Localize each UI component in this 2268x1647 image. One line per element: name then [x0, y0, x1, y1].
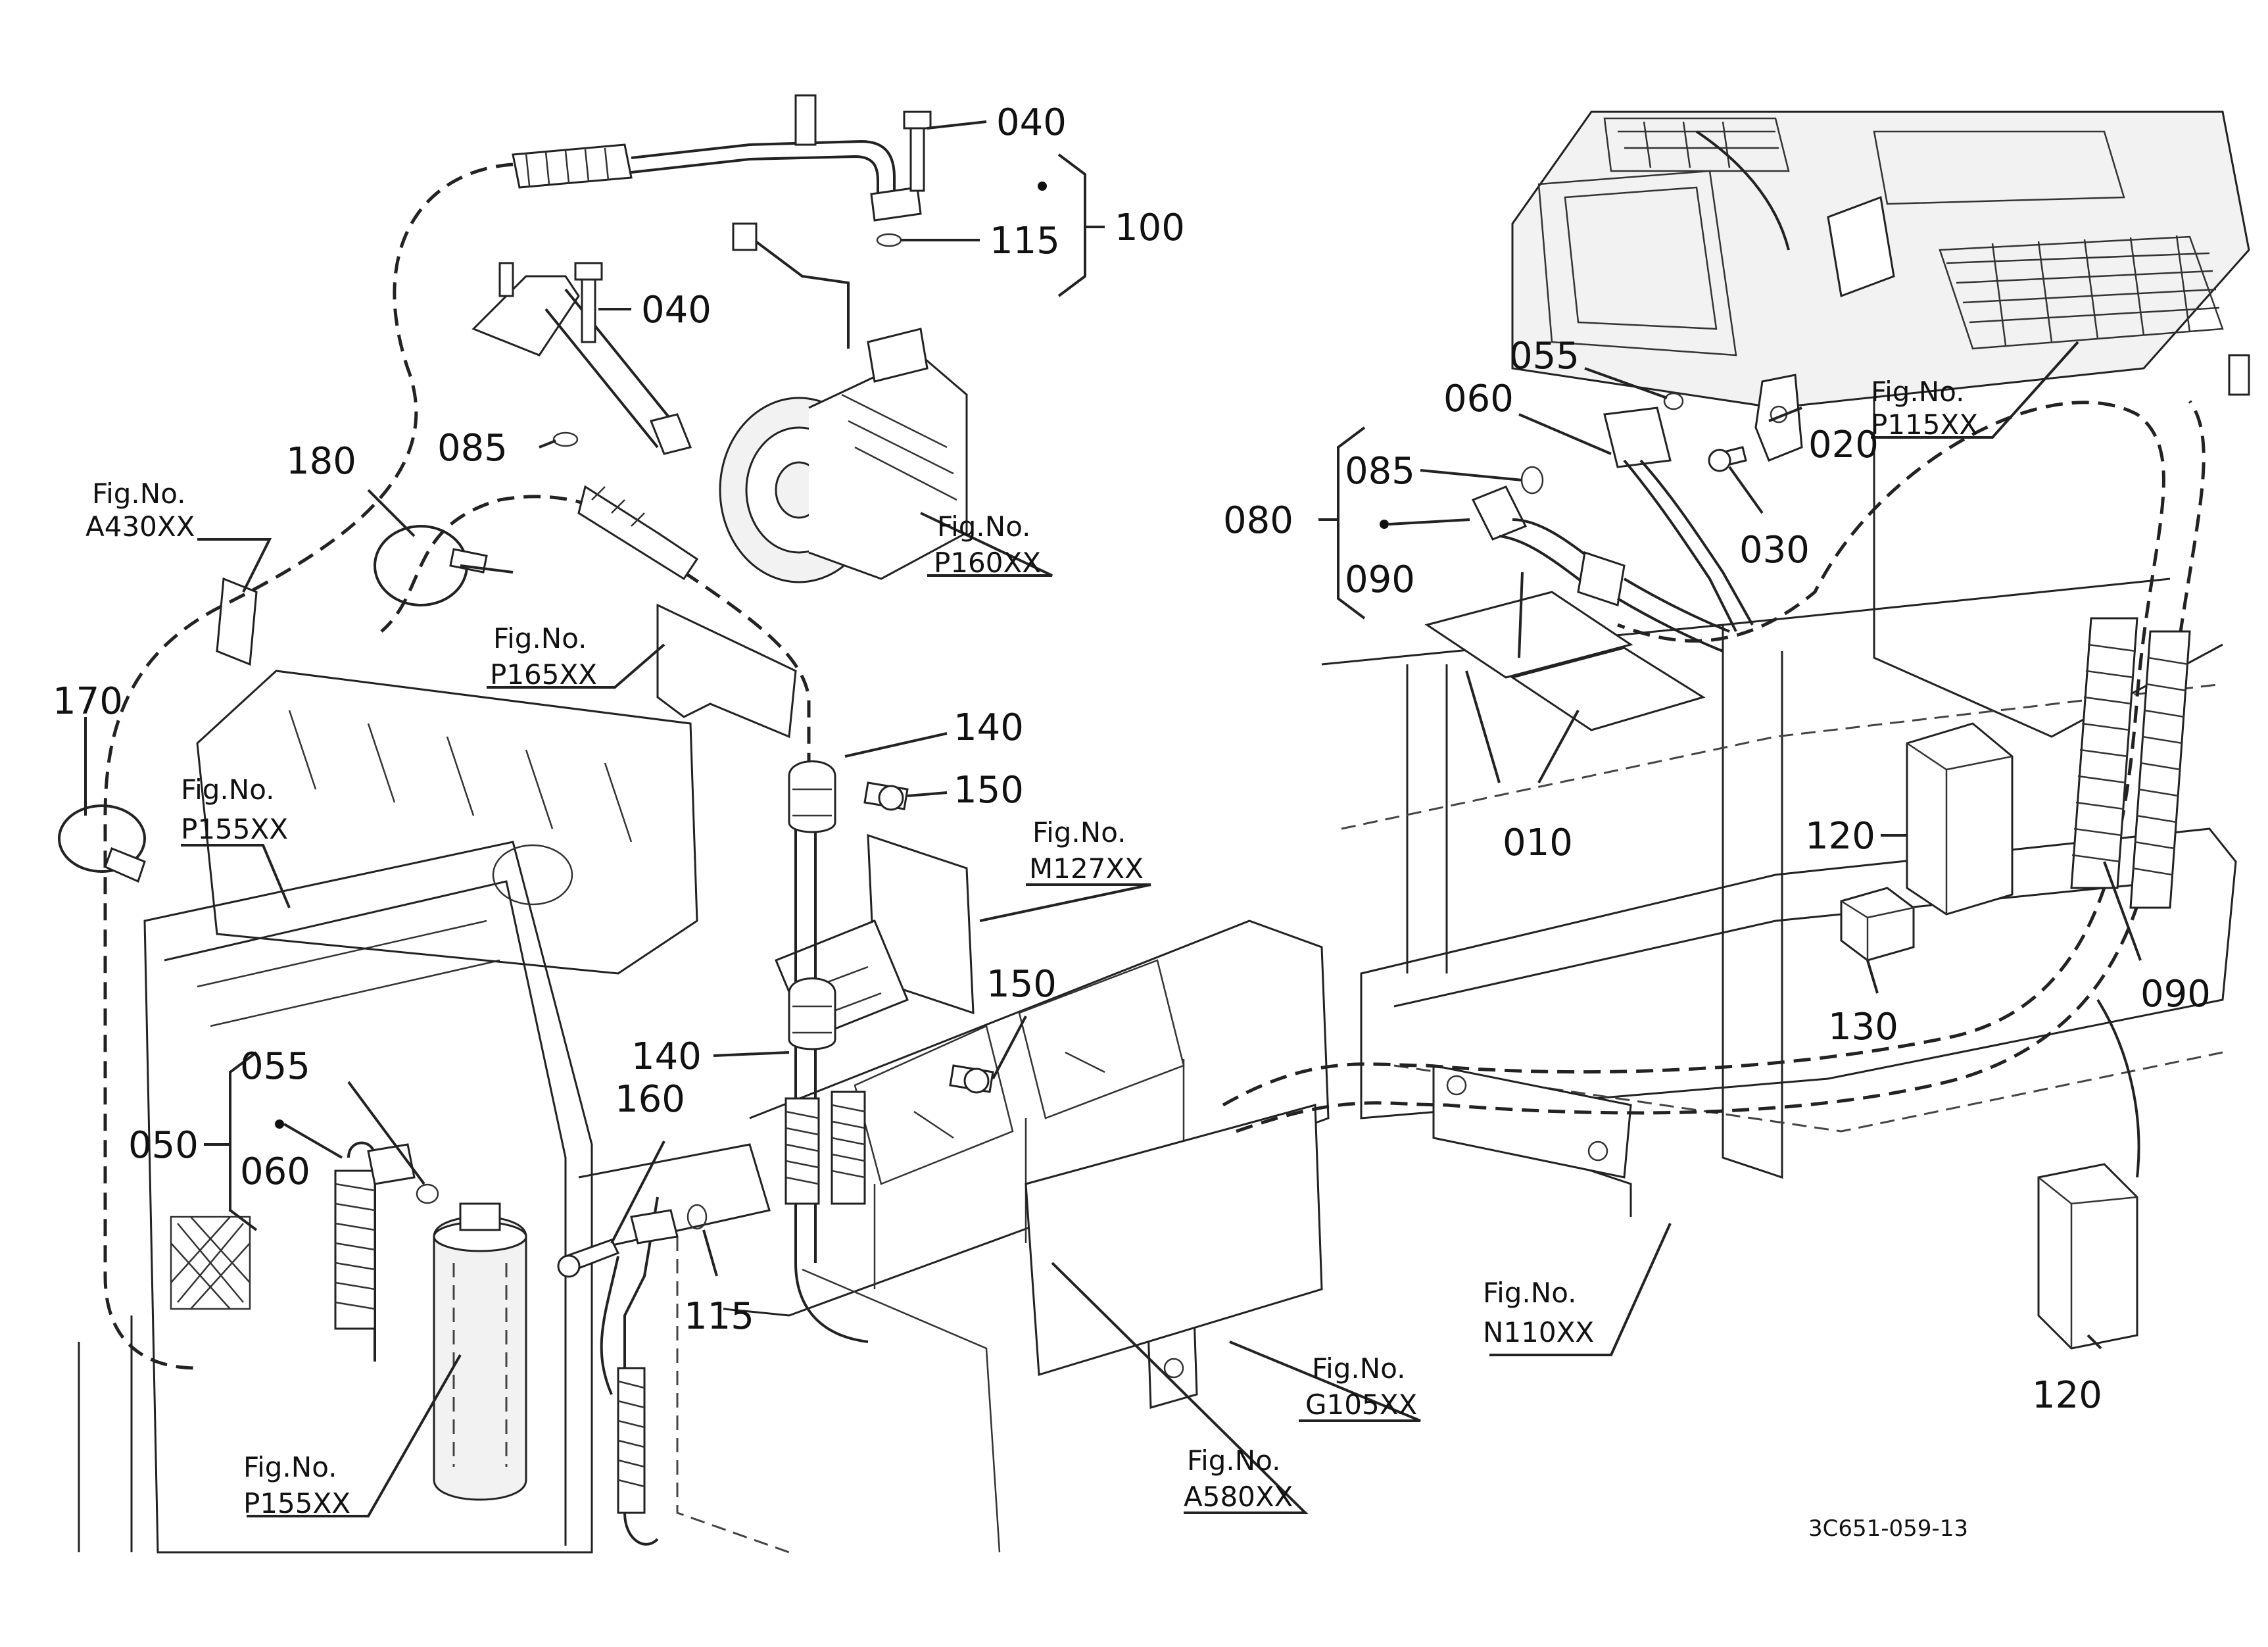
tie-band-170[interactable]: [58, 804, 146, 883]
hose-assembly-085[interactable]: [471, 262, 692, 455]
callout-120-upper[interactable]: 120: [1805, 815, 1875, 858]
callout-090-left[interactable]: 090: [1345, 558, 1415, 601]
callout-040-upper[interactable]: 040: [996, 101, 1067, 144]
seal-pad-120a[interactable]: [1906, 722, 2014, 916]
cab-frame-structure: [78, 111, 2250, 1554]
bolt-040b[interactable]: [574, 262, 603, 343]
callout-160[interactable]: 160: [615, 1078, 685, 1121]
o-ring-085a[interactable]: [552, 431, 579, 447]
callout-140-upper[interactable]: 140: [953, 706, 1024, 749]
fig-ref-p115-prefix: Fig.No.: [1871, 376, 1965, 408]
hose-assembly-100[interactable]: [512, 94, 922, 222]
suction-hose-fitting[interactable]: [577, 485, 699, 581]
callout-120-lower[interactable]: 120: [2032, 1374, 2102, 1417]
callout-115-lower[interactable]: 115: [684, 1295, 754, 1338]
condenser-mesh: [170, 1216, 251, 1310]
fig-ref-p155-bottom-code[interactable]: P155XX: [243, 1487, 350, 1519]
fig-ref-p155-bottom-prefix: Fig.No.: [243, 1451, 337, 1483]
seal-pad-010a[interactable]: [1424, 591, 1633, 679]
fig-ref-n110-code[interactable]: N110XX: [1483, 1316, 1594, 1348]
bolt-160[interactable]: [557, 1239, 620, 1278]
seal-pad-010b[interactable]: [1510, 647, 1706, 731]
callout-080[interactable]: 080: [1223, 499, 1293, 542]
pressure-switch-hose[interactable]: [617, 1209, 679, 1514]
callout-060-right[interactable]: 060: [1443, 378, 1514, 420]
callout-055-left[interactable]: 055: [240, 1045, 310, 1088]
o-ring-055b[interactable]: [1663, 392, 1684, 410]
callout-150-lower[interactable]: 150: [986, 963, 1057, 1006]
fig-ref-m127-code[interactable]: M127XX: [1029, 852, 1144, 885]
o-ring-115b[interactable]: [687, 1204, 708, 1230]
callout-115-upper[interactable]: 115: [990, 220, 1060, 262]
fig-ref-p155-top-code[interactable]: P155XX: [181, 813, 288, 845]
callout-050[interactable]: 050: [128, 1124, 199, 1167]
fig-ref-a430-prefix: Fig.No.: [92, 478, 186, 510]
seal-pad-130[interactable]: [1840, 887, 1915, 962]
hose-assembly-080[interactable]: [1471, 406, 1754, 652]
callout-030[interactable]: 030: [1739, 529, 1810, 572]
fig-ref-a580-prefix: Fig.No.: [1187, 1444, 1281, 1477]
callout-085-upper[interactable]: 085: [437, 427, 508, 470]
callout-055-right[interactable]: 055: [1509, 335, 1580, 378]
callout-170[interactable]: 170: [53, 680, 123, 723]
fig-ref-a430-code[interactable]: A430XX: [85, 510, 195, 543]
callout-090-right[interactable]: 090: [2140, 973, 2211, 1016]
receiver-drier[interactable]: [433, 1202, 527, 1501]
callout-150-upper[interactable]: 150: [953, 769, 1024, 812]
hose-sleeves-center: [784, 1091, 866, 1205]
clamp-140a[interactable]: [788, 760, 836, 833]
compressor[interactable]: [719, 328, 968, 583]
hose-sleeves-right[interactable]: [2070, 617, 2191, 909]
part-callouts: 040 115 100 040 085 180 170 140 150 150 …: [53, 101, 2211, 1417]
fig-ref-p165-code[interactable]: P165XX: [490, 658, 597, 691]
callout-040-lower[interactable]: 040: [641, 289, 712, 332]
leader-lines: [84, 120, 2142, 1517]
fig-ref-g105-code[interactable]: G105XX: [1305, 1389, 1417, 1421]
tie-band-180[interactable]: [374, 525, 514, 606]
bolt-150a[interactable]: [863, 781, 909, 811]
seal-pad-120b[interactable]: [2037, 1163, 2138, 1350]
fig-ref-g105-prefix: Fig.No.: [1312, 1352, 1406, 1385]
callout-020[interactable]: 020: [1808, 424, 1879, 466]
o-ring-115a[interactable]: [876, 233, 902, 247]
bolt-040a[interactable]: [903, 111, 932, 192]
callout-100[interactable]: 100: [1115, 207, 1185, 249]
fig-ref-p160-code[interactable]: P160XX: [934, 547, 1041, 579]
drawing-number: 3C651-059-13: [1808, 1515, 1968, 1542]
ac-hose-routing: [103, 162, 2206, 1546]
callout-180[interactable]: 180: [286, 440, 356, 483]
callout-085-right[interactable]: 085: [1345, 450, 1415, 493]
callout-130[interactable]: 130: [1828, 1006, 1898, 1048]
fig-ref-m127-prefix: Fig.No.: [1032, 816, 1126, 848]
o-ring-055a[interactable]: [416, 1183, 439, 1204]
callout-060-left[interactable]: 060: [240, 1150, 310, 1193]
callout-140-lower[interactable]: 140: [631, 1035, 702, 1078]
hose-assembly-050[interactable]: [334, 1141, 416, 1362]
clamp-140b[interactable]: [788, 977, 836, 1050]
fig-ref-p115-code[interactable]: P115XX: [1871, 408, 1978, 441]
bolt-150b[interactable]: [949, 1064, 994, 1094]
fig-ref-a580-code[interactable]: A580XX: [1184, 1481, 1293, 1513]
figure-references: Fig.No. A430XX Fig.No. P155XX Fig.No. P1…: [85, 376, 1978, 1519]
fig-ref-p160-prefix: Fig.No.: [937, 510, 1031, 543]
compressor-wire: [732, 222, 850, 349]
bolt-030[interactable]: [1708, 446, 1747, 472]
fig-ref-p165-prefix: Fig.No.: [493, 622, 587, 654]
o-ring-085b[interactable]: [1520, 466, 1544, 495]
fig-ref-p155-top-prefix: Fig.No.: [181, 774, 275, 806]
callout-010[interactable]: 010: [1503, 822, 1573, 864]
fig-ref-n110-prefix: Fig.No.: [1483, 1277, 1577, 1309]
